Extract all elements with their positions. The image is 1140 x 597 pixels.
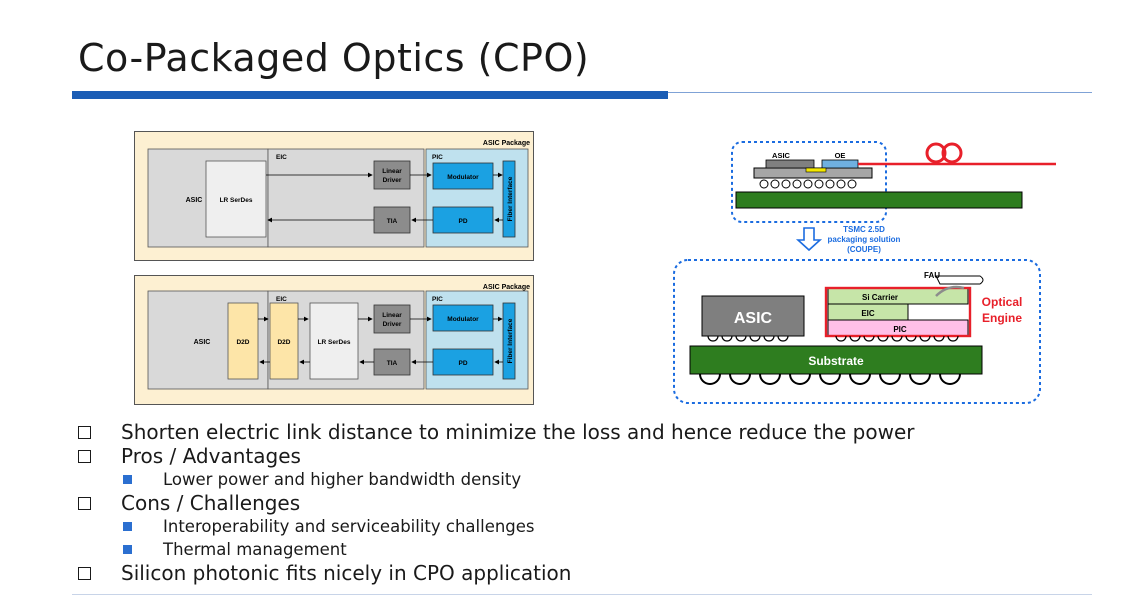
substrate <box>689 345 983 375</box>
linear-driver-block <box>373 304 411 334</box>
fiber-coil-icon <box>925 142 947 164</box>
bullet-box-icon <box>78 449 91 463</box>
modulator-block <box>432 304 494 332</box>
sub-bullet-item: Interoperability and serviceability chal… <box>78 515 1078 538</box>
package-label: ASIC Package <box>483 284 530 291</box>
bullet-box-icon <box>78 496 91 510</box>
d2d-block-asic <box>227 302 259 380</box>
optical-engine-label: Engine <box>982 311 1022 325</box>
down-arrow-icon <box>795 227 823 252</box>
asic-chip <box>701 295 805 337</box>
serdes-label: LR SerDes <box>318 339 351 346</box>
pd-block <box>432 348 494 376</box>
pd-label: PD <box>458 360 467 367</box>
si-carrier-label: Si Carrier <box>862 293 898 302</box>
bullet-list: Shorten electric link distance to minimi… <box>78 420 1078 585</box>
fau-label: FAU <box>924 271 940 280</box>
eic-label: EIC <box>276 296 287 303</box>
fau-block <box>935 275 984 285</box>
sub-bullet-item: Lower power and higher bandwidth density <box>78 468 1078 491</box>
eic-label: EIC <box>276 154 287 161</box>
bullet-text: Shorten electric link distance to minimi… <box>121 420 915 444</box>
zoom-box-bottom <box>673 259 1041 404</box>
bullet-item: Shorten electric link distance to minimi… <box>78 420 1078 444</box>
asic-label: ASIC <box>186 197 203 204</box>
tsmc-label: TSMC 2.5D <box>843 225 885 234</box>
asic-chip-top <box>765 159 815 169</box>
fau-link <box>935 285 965 297</box>
title-underline-thin <box>668 92 1092 93</box>
title-underline <box>72 91 668 99</box>
linear-driver-label: Driver <box>383 321 402 328</box>
sub-bullet-square-icon <box>123 522 132 531</box>
micro-bumps <box>707 335 959 342</box>
linear-driver-label: Linear <box>382 312 402 319</box>
serdes-label: LR SerDes <box>220 197 253 204</box>
tia-label: TIA <box>387 218 398 225</box>
modulator-label: Modulator <box>447 316 479 323</box>
bullet-text: Lower power and higher bandwidth density <box>163 470 522 489</box>
d2d-label: D2D <box>277 339 290 346</box>
fiber-coil-icon <box>941 142 963 164</box>
asic-chip-label: ASIC <box>734 310 773 327</box>
bullet-box-icon <box>78 425 91 439</box>
optical-engine-label: Optical <box>982 295 1023 309</box>
bumps-top <box>759 179 857 189</box>
d2d-block-eic <box>269 302 299 380</box>
bullet-text: Thermal management <box>163 540 347 559</box>
footer-rule <box>72 594 1092 595</box>
bullet-item: Cons / Challenges <box>78 491 1078 515</box>
eic-layer-label: EIC <box>861 309 875 318</box>
serdes-block <box>205 160 267 238</box>
substrate-label: Substrate <box>808 354 864 368</box>
linear-driver-label: Linear <box>382 168 402 175</box>
oe-chip-top <box>821 159 859 169</box>
bullet-text: Cons / Challenges <box>121 491 301 515</box>
asic-top-label: ASIC <box>772 151 791 160</box>
pic-layer-label: PIC <box>893 325 907 334</box>
fiber-interface-label: Fiber Interface <box>507 176 514 221</box>
asic-label: ASIC <box>194 339 211 346</box>
linear-driver-label: Driver <box>383 177 402 184</box>
board-top <box>735 191 1023 209</box>
bullet-item: Silicon photonic fits nicely in CPO appl… <box>78 561 1078 585</box>
fiber-interface-block <box>502 302 516 380</box>
sub-bullet-square-icon <box>123 545 132 554</box>
bullet-box-icon <box>78 566 91 580</box>
solder-balls <box>699 373 961 385</box>
bridge-top <box>805 167 827 173</box>
tsmc-label: packaging solution <box>828 235 901 244</box>
linear-driver-block <box>373 160 411 190</box>
pd-label: PD <box>458 218 467 225</box>
fiber-interface-label: Fiber Interface <box>507 318 514 363</box>
package-label: ASIC Package <box>483 140 530 147</box>
pic-label: PIC <box>432 154 443 161</box>
sub-bullet-item: Thermal management <box>78 538 1078 561</box>
pic-label: PIC <box>432 296 443 303</box>
modulator-block <box>432 162 494 190</box>
page-title: Co-Packaged Optics (CPO) <box>78 36 590 80</box>
d2d-label: D2D <box>236 339 249 346</box>
fiber-interface-block <box>502 160 516 238</box>
optical-engine-outline <box>824 286 972 338</box>
tia-label: TIA <box>387 360 398 367</box>
cpo-block-diagram-1: ASIC Package ASIC EIC LR SerDes PIC Line… <box>134 131 534 261</box>
cpo-cross-section: ASIC OE TSMC 2.5D packaging solution (CO… <box>673 141 1056 404</box>
tsmc-label: (COUPE) <box>847 245 881 254</box>
cpo-block-diagram-2: ASIC Package ASIC D2D EIC D2D LR SerDes … <box>134 275 534 405</box>
oe-top-label: OE <box>835 151 846 160</box>
bullet-text: Pros / Advantages <box>121 444 301 468</box>
bullet-text: Silicon photonic fits nicely in CPO appl… <box>121 561 572 585</box>
zoom-box-top <box>731 141 887 223</box>
serdes-block <box>309 302 359 380</box>
modulator-label: Modulator <box>447 174 479 181</box>
bullet-item: Pros / Advantages <box>78 444 1078 468</box>
bullet-text: Interoperability and serviceability chal… <box>163 517 535 536</box>
sub-bullet-square-icon <box>123 475 132 484</box>
